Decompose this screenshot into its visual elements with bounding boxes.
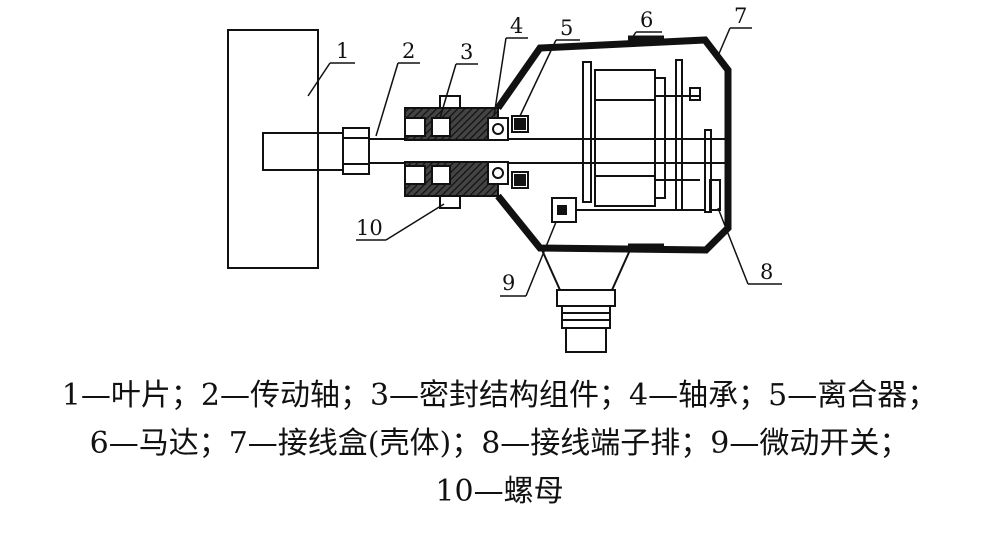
callout-9: 9 <box>502 271 515 295</box>
callout-8: 8 <box>760 260 773 284</box>
caption-line-2: 6—马达；7—接线盒(壳体)；8—接线端子排；9—微动开关； <box>89 426 910 461</box>
callout-1: 1 <box>336 39 349 63</box>
motor-part <box>582 59 701 211</box>
bearing-part <box>487 117 509 185</box>
shaft-hub <box>262 132 344 171</box>
nut-part <box>439 95 461 209</box>
callout-5: 5 <box>560 16 573 40</box>
level-switch-diagram: 1 2 3 4 5 6 7 8 9 10 <box>227 4 782 353</box>
callout-4: 4 <box>510 14 523 38</box>
micro-switch <box>551 197 610 223</box>
clutch-part <box>511 115 529 189</box>
caption-line-3: 10—螺母 <box>435 474 564 509</box>
caption-line-1: 1—叶片；2—传动轴；3—密封结构组件；4—轴承；5—离合器； <box>61 378 938 413</box>
seal-assembly <box>404 107 499 197</box>
blade-part <box>227 29 319 269</box>
leader-lines <box>307 27 782 297</box>
junction-box-housing <box>495 36 732 254</box>
callout-10: 10 <box>356 216 383 240</box>
cable-gland <box>541 249 631 353</box>
terminal-block <box>610 129 721 213</box>
callout-3: 3 <box>460 40 473 64</box>
callout-6: 6 <box>640 8 653 32</box>
callout-7: 7 <box>734 4 747 28</box>
callout-2: 2 <box>402 39 415 63</box>
shaft-coupling <box>342 127 370 175</box>
